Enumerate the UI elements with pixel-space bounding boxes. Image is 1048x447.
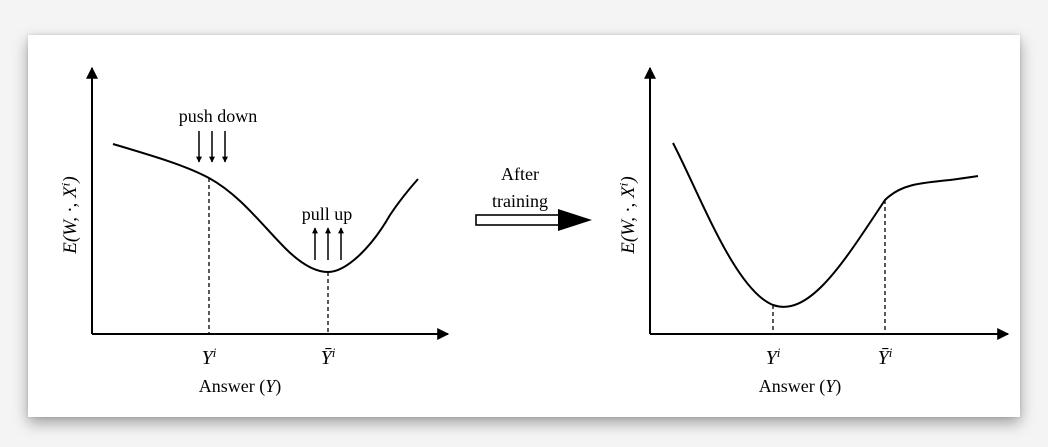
right-tick-yi: Yi — [766, 345, 781, 370]
left-panel: push down pull up E(W, ·, Xⁱ) Yi Ȳi Answ… — [60, 66, 450, 397]
after-training-arrow: After training — [475, 164, 592, 231]
push-down-arrows — [196, 131, 228, 163]
arrow-shaft — [475, 214, 561, 226]
training-label: training — [492, 191, 548, 211]
right-tick-ybar: Ȳi — [878, 345, 893, 370]
arrow-head — [558, 209, 592, 231]
left-y-axis-label: E(W, ·, Xⁱ) — [60, 176, 81, 255]
right-y-axis-label: E(W, ·, Xⁱ) — [618, 176, 639, 255]
push-down-label: push down — [179, 106, 258, 126]
left-energy-curve — [112, 143, 419, 274]
pull-up-arrows — [312, 227, 344, 260]
left-x-axis-label: Answer (Y) — [199, 376, 282, 397]
right-x-axis-label: Answer (Y) — [759, 376, 842, 397]
after-label: After — [501, 164, 539, 184]
left-tick-yi: Yi — [202, 345, 217, 370]
right-energy-curve — [672, 142, 979, 308]
right-panel: E(W, ·, Xⁱ) Yi Ȳi Answer (Y) — [618, 66, 1010, 397]
pull-up-label: pull up — [302, 204, 353, 224]
left-tick-ybar: Ȳi — [321, 345, 336, 370]
figure-card — [28, 35, 1020, 417]
